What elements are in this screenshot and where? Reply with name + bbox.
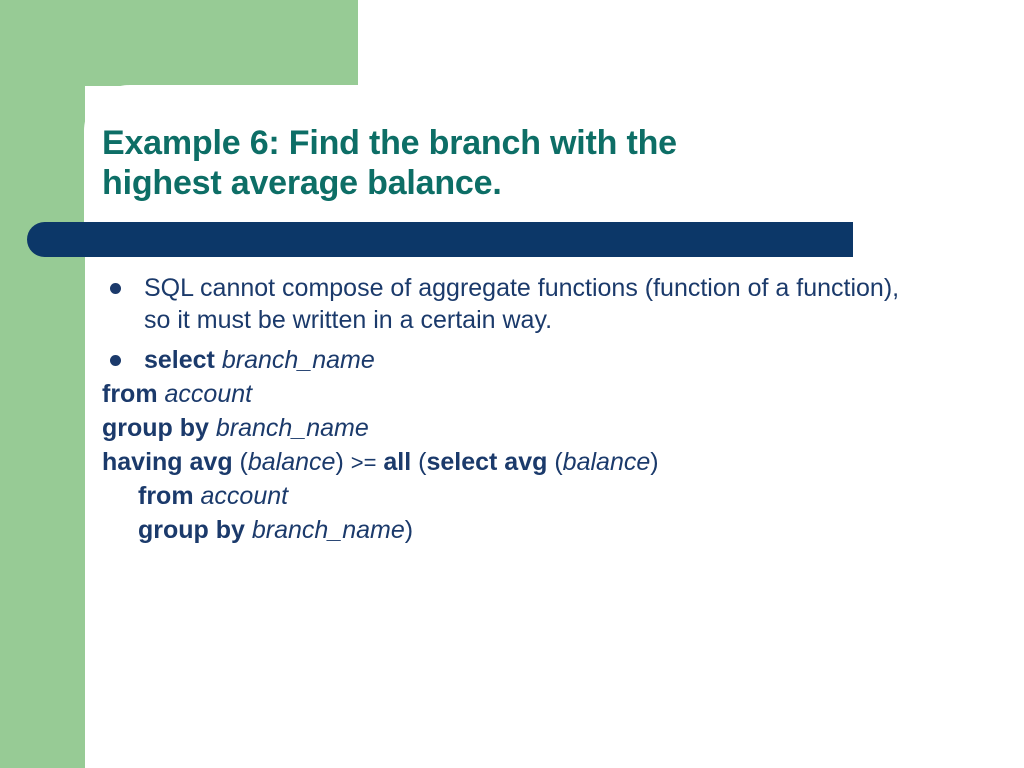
code-line-group-by: group by branch_name xyxy=(102,412,932,444)
code-line-from-token-0: from xyxy=(102,380,158,408)
code-line-sub-from-token-1 xyxy=(194,482,201,510)
code-line-having: having avg (balance) >= all (select avg … xyxy=(102,446,932,478)
page-title-line-2: highest average balance. xyxy=(102,163,502,202)
page-title: Example 6: Find the branch with the high… xyxy=(102,123,922,203)
code-line-sub-group-by-token-2: branch_name xyxy=(251,516,405,544)
code-line-select-token-1 xyxy=(215,346,222,374)
code-line-sub-from-token-2: account xyxy=(200,482,289,510)
body-content-mount: SQL cannot compose of aggregate function… xyxy=(102,272,932,546)
code-line-having-token-4: >= xyxy=(350,450,377,475)
code-line-having-token-10: balance xyxy=(562,448,651,476)
green-top-block-decoration xyxy=(0,0,358,86)
code-line-having-token-8: select avg xyxy=(426,448,548,476)
code-line-group-by-token-0: group by xyxy=(102,414,209,442)
code-line-having-token-6: all xyxy=(383,448,412,476)
code-line-having-token-11: ) xyxy=(650,448,659,476)
code-line-from-token-2: account xyxy=(164,380,253,408)
code-line-having-token-3: ) xyxy=(335,448,351,476)
code-line-sub-from: from account xyxy=(102,480,932,512)
bullet-1: SQL cannot compose of aggregate function… xyxy=(102,272,932,336)
code-line-having-token-9: ( xyxy=(547,448,563,476)
bullet-dot-icon xyxy=(110,282,121,294)
code-line-from-token-1 xyxy=(158,380,165,408)
navy-divider-bar xyxy=(27,222,853,257)
code-line-select: select branch_name xyxy=(102,344,932,376)
green-sidebar-decoration xyxy=(0,0,85,768)
code-line-sub-group-by-token-0: group by xyxy=(138,516,245,544)
code-line-having-token-2: balance xyxy=(247,448,336,476)
page-title-line-1: Example 6: Find the branch with the xyxy=(102,123,677,162)
code-line-select-token-0: select xyxy=(144,346,215,374)
code-line-from: from account xyxy=(102,378,932,410)
white-title-panel xyxy=(84,85,1024,245)
code-line-group-by-token-1 xyxy=(209,414,216,442)
code-line-sub-group-by: group by branch_name) xyxy=(102,514,932,546)
code-line-having-token-7: ( xyxy=(411,448,427,476)
bullet-dot-icon xyxy=(110,354,121,366)
code-line-select-token-2: branch_name xyxy=(221,346,375,374)
code-line-sub-group-by-token-1 xyxy=(245,516,252,544)
code-line-sub-group-by-token-3: ) xyxy=(404,516,414,544)
code-line-sub-from-token-0: from xyxy=(138,482,194,510)
code-line-having-token-0: having avg xyxy=(102,448,233,476)
code-line-group-by-token-2: branch_name xyxy=(215,414,369,442)
slide-body: SQL cannot compose of aggregate function… xyxy=(102,272,932,548)
bullet-1-text: SQL cannot compose of aggregate function… xyxy=(144,274,900,334)
code-line-having-token-1: ( xyxy=(232,448,248,476)
